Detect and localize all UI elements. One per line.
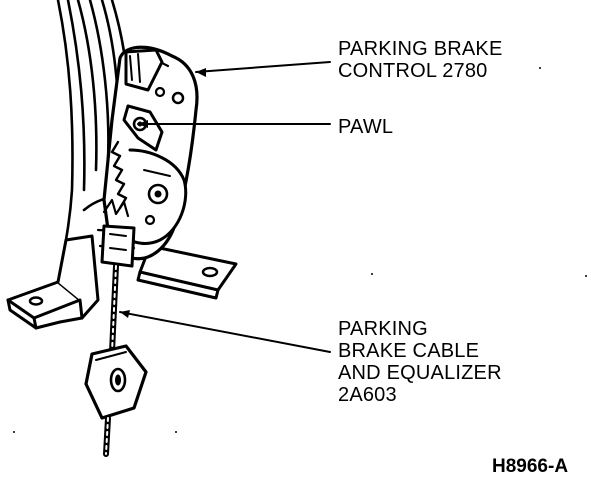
- callout-line: BRAKE CABLE: [338, 340, 480, 362]
- figure-code: H8966-A: [492, 456, 569, 477]
- callout-line: AND EQUALIZER: [338, 362, 502, 384]
- leader-control: [195, 61, 331, 73]
- scan-specks: [13, 67, 587, 433]
- lever-arm: [124, 48, 164, 92]
- mounting-bracket: [6, 234, 100, 330]
- callout-line: PARKING: [338, 318, 428, 340]
- callout-line: PAWL: [338, 116, 394, 138]
- callout-parking-brake-control: PARKING BRAKE CONTROL 2780: [338, 38, 503, 82]
- callout-line: PARKING BRAKE: [338, 38, 503, 60]
- callout-parking-brake-cable: PARKING BRAKE CABLE AND EQUALIZER 2A603: [338, 318, 502, 406]
- ratchet-sector: [110, 140, 188, 245]
- cable-clevis: [100, 224, 136, 268]
- callout-pawl: PAWL: [338, 116, 393, 138]
- callout-line: 2A603: [338, 384, 397, 406]
- lower-cable: [103, 415, 111, 457]
- callout-line: CONTROL 2780: [338, 60, 488, 82]
- leader-lines: [119, 61, 331, 353]
- equalizer: [84, 344, 148, 420]
- right-foot-bracket: [136, 244, 238, 300]
- brake-cable: [109, 263, 119, 355]
- leader-cable: [119, 311, 331, 353]
